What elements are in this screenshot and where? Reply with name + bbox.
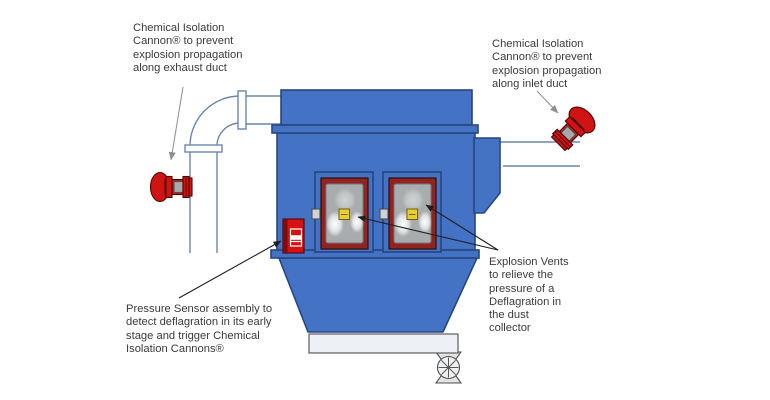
- leader-pressure-sensor: [178, 240, 282, 299]
- label-line: to relieve the: [489, 269, 554, 282]
- label-line: Isolation Cannons®: [126, 342, 224, 355]
- explosion-vent-2: [379, 171, 442, 253]
- duct-flange: [237, 90, 247, 130]
- vent-panel-sheen: [334, 188, 356, 212]
- label-line: Deflagration in: [489, 295, 562, 308]
- label-line: Chemical Isolation: [492, 38, 584, 50]
- leader-inlet-cannon: [536, 90, 559, 114]
- label-line: Pressure Sensor assembly to: [126, 303, 273, 315]
- inlet-isolation-cannon: [550, 106, 596, 152]
- label-line: the dust: [489, 309, 529, 322]
- discharge-box: [308, 333, 459, 354]
- pressure-sensor: [282, 218, 305, 254]
- vent-panel-sheen: [350, 211, 364, 233]
- exhaust-cannon-label: Chemical Isolation Cannon® to prevent ex…: [133, 22, 242, 75]
- cannon-flange-ridge: [554, 131, 571, 148]
- cannon-window: [173, 180, 184, 194]
- explosion-vent-1: [311, 171, 374, 253]
- exhaust-duct-elbow: [189, 95, 241, 147]
- vent-hinge: [379, 208, 389, 220]
- leader-exhaust-cannon: [168, 86, 184, 161]
- label-line: Cannon® to prevent: [492, 51, 593, 64]
- label-line: detect deflagration in its early: [126, 316, 272, 329]
- vent-panel-sheen: [402, 188, 424, 212]
- cannon-muzzle: [550, 134, 568, 152]
- pressure-sensor-label: Pressure Sensor assembly to detect defla…: [126, 303, 272, 356]
- leader-lines: [168, 86, 559, 299]
- duct-flange: [184, 144, 223, 153]
- body-bottom-flange: [270, 249, 480, 259]
- label-line: explosion propagation: [492, 64, 602, 77]
- cannon-flange: [165, 175, 173, 199]
- cannon-flange: [564, 115, 587, 138]
- inlet-plenum: [473, 137, 501, 214]
- label-line: Cannon® to prevent: [133, 35, 234, 48]
- label-line: collector: [489, 322, 531, 335]
- exhaust-duct: [184, 90, 282, 253]
- body-top-flange: [271, 124, 479, 134]
- cannon-muzzle: [188, 177, 193, 197]
- label-line: stage and trigger Chemical: [126, 329, 260, 342]
- wheel-spoke: [441, 360, 456, 375]
- inlet-cannon-label: Chemical Isolation Cannon® to prevent ex…: [492, 38, 601, 91]
- label-line: pressure of a: [489, 282, 555, 295]
- dust-collector: [270, 89, 501, 333]
- label-line: along exhaust duct: [133, 61, 227, 74]
- label-line: explosion propagation: [133, 48, 243, 61]
- hopper: [277, 257, 479, 333]
- vent-hinge: [311, 208, 321, 220]
- collector-body: [276, 132, 476, 252]
- exhaust-isolation-cannon: [149, 171, 193, 203]
- leader-vent-2: [425, 204, 499, 251]
- label-line: along inlet duct: [492, 77, 568, 90]
- clean-air-plenum: [280, 89, 473, 126]
- label-line: Explosion Vents: [489, 256, 569, 268]
- sensor-edge: [283, 219, 288, 253]
- explosion-vents-label: Explosion Vents to relieve the pressure …: [489, 256, 569, 336]
- label-line: Chemical Isolation: [133, 22, 225, 34]
- discharge-assembly: [308, 333, 463, 384]
- leader-vent-1: [357, 215, 499, 251]
- sensor-grid-band: [290, 235, 302, 240]
- vent-panel-sheen: [418, 211, 432, 233]
